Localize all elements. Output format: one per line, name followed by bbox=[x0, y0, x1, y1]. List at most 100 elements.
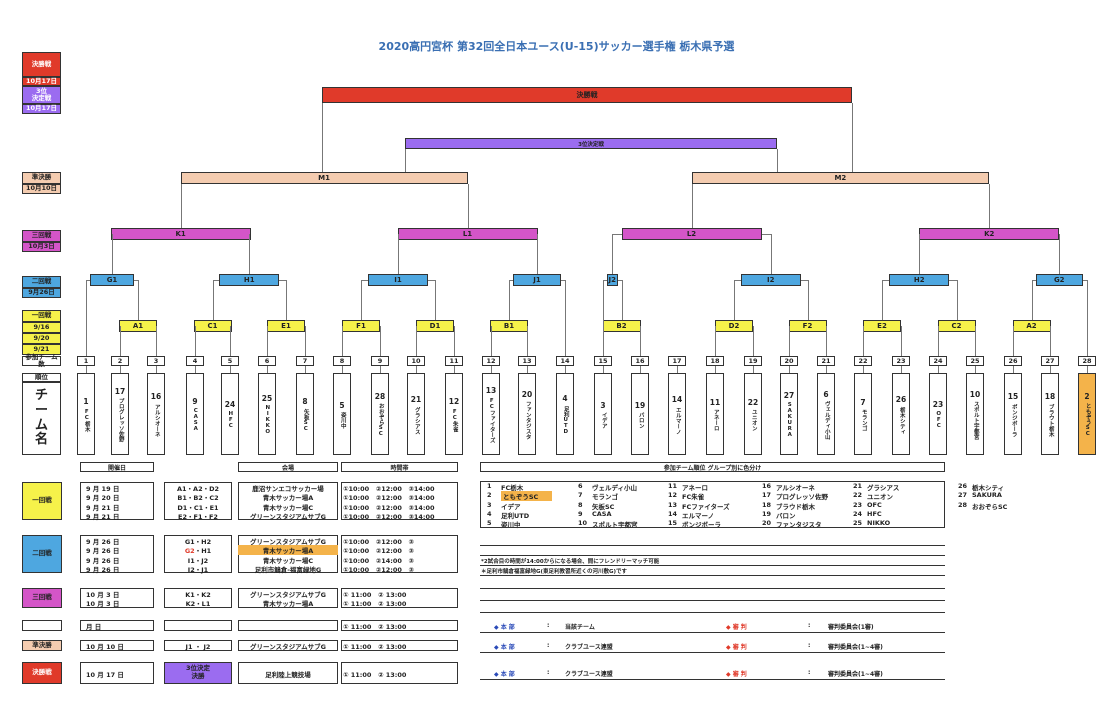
r1-match-box: A2 bbox=[1012, 320, 1051, 332]
label-r1-d3: 9/21 bbox=[22, 344, 61, 355]
schedule-round-label: 準決勝 bbox=[22, 640, 62, 651]
r1-match-box: C1 bbox=[193, 320, 232, 332]
bracket-line bbox=[975, 366, 976, 373]
label-r3: 三回戦 bbox=[22, 230, 61, 242]
r2-match-box: J1 bbox=[513, 274, 561, 286]
schedule-venue: 鹿沼サンエコサッカー場 bbox=[252, 485, 324, 493]
bracket-line bbox=[342, 366, 343, 373]
team-list-name: スポルト宇都宮 bbox=[592, 521, 638, 530]
r2-match-box: H1 bbox=[219, 274, 280, 286]
team-slot-number: 19 bbox=[744, 356, 762, 366]
bracket-line bbox=[527, 326, 528, 356]
r1-match-box: B2 bbox=[602, 320, 641, 332]
team-list-rank: 6 bbox=[578, 482, 583, 490]
note-line bbox=[480, 555, 945, 556]
team-list-name: バロン bbox=[776, 511, 796, 520]
label-final-date: 10月17日 bbox=[22, 77, 61, 86]
team-slot-number: 15 bbox=[594, 356, 612, 366]
schedule-match: J1 ・ J2 bbox=[185, 643, 211, 651]
schedule-match: 3位決定 決勝 bbox=[185, 664, 211, 681]
bracket-line bbox=[734, 280, 735, 320]
bracket-line bbox=[691, 184, 693, 228]
team-list-name: FC朱雀 bbox=[682, 493, 705, 502]
bracket-line bbox=[617, 280, 622, 281]
team-slot-number: 2 bbox=[111, 356, 129, 366]
label-semi-date: 10月10日 bbox=[22, 184, 61, 194]
schedule-time: ① 11:00 ② 13:00 bbox=[343, 671, 407, 679]
bracket-line bbox=[279, 280, 286, 281]
schedule-time: ①10:00 ②12:00 ③ bbox=[343, 565, 414, 574]
label-r1-d1: 9/16 bbox=[22, 322, 61, 333]
bracket-line bbox=[398, 234, 399, 274]
team-list-rank: 28 bbox=[958, 500, 968, 509]
schedule-date: 9 月 26 日 bbox=[86, 556, 120, 565]
bracket-line bbox=[527, 366, 528, 373]
label-semi: 準決勝 bbox=[22, 172, 61, 184]
schedule-date: 9 月 26 日 bbox=[86, 547, 120, 556]
schedule-time-box bbox=[341, 588, 458, 608]
bracket-line bbox=[1059, 234, 1061, 274]
team-list-rank: 26 bbox=[958, 482, 968, 490]
team-slot-number: 23 bbox=[892, 356, 910, 366]
bracket-line bbox=[1013, 326, 1014, 356]
team-list-rank: 20 bbox=[762, 519, 772, 528]
colon: : bbox=[808, 622, 811, 629]
colon: : bbox=[547, 642, 550, 649]
bracket-line bbox=[715, 326, 716, 356]
team-slot-number: 17 bbox=[668, 356, 686, 366]
referee-value: 審判委員会(1~4審) bbox=[828, 671, 883, 678]
bracket-line bbox=[715, 366, 716, 373]
schedule-time-box bbox=[341, 620, 458, 631]
schedule-date-box bbox=[80, 482, 154, 521]
bracket-line bbox=[863, 366, 864, 373]
r2-match-box: I1 bbox=[368, 274, 428, 286]
bracket-line bbox=[938, 326, 939, 356]
schedule-venue-box bbox=[238, 662, 338, 684]
bracket-line bbox=[537, 234, 538, 274]
bracket-line bbox=[230, 326, 231, 356]
colon: : bbox=[808, 642, 811, 649]
bracket-line bbox=[1083, 280, 1087, 281]
r1-match-box: D2 bbox=[715, 320, 753, 332]
team-list-name: ブラウド栃木 bbox=[776, 502, 815, 511]
bracket-line bbox=[86, 280, 90, 281]
schedule-match: G2・H1 bbox=[184, 547, 212, 556]
team-list-name: ヴェルディ小山 bbox=[592, 484, 638, 492]
schedule-venue: 足利市鵤倉-福富緑地G bbox=[254, 565, 322, 574]
r2-match-box: G2 bbox=[1035, 274, 1083, 286]
bracket-line bbox=[1050, 366, 1051, 373]
team-list-name: プログレッソ佐野 bbox=[776, 493, 828, 502]
bracket-line bbox=[603, 280, 607, 281]
team-slot-number: 7 bbox=[296, 356, 314, 366]
bracket-line bbox=[807, 280, 809, 320]
schedule-venue-box bbox=[238, 640, 338, 651]
schedule-venue-box bbox=[238, 588, 338, 608]
team-list-rank: 17 bbox=[762, 491, 772, 500]
team-list-name: 矢板SC bbox=[592, 502, 615, 511]
bracket-line bbox=[195, 326, 196, 356]
r2-match-box: I2 bbox=[740, 274, 801, 286]
label-rank: 順位 bbox=[22, 373, 61, 382]
team-list-name: アルシオーネ bbox=[776, 484, 815, 492]
bracket-line bbox=[454, 326, 455, 356]
schedule-time-box bbox=[341, 662, 458, 684]
schedule-time-box bbox=[341, 535, 458, 574]
team-list-rank: 18 bbox=[762, 500, 772, 509]
label-team-name: チーム名 bbox=[22, 382, 61, 455]
header-time: 時間帯 bbox=[341, 462, 458, 472]
bracket-line bbox=[863, 326, 864, 356]
schedule-time: ① 11:00 ② 13:00 bbox=[343, 600, 407, 609]
team-slot-number: 14 bbox=[556, 356, 574, 366]
bracket-line bbox=[305, 366, 306, 373]
team-list-name: SAKURA bbox=[972, 491, 1002, 500]
label-r1-d2: 9/20 bbox=[22, 333, 61, 344]
bracket-line bbox=[428, 280, 435, 281]
team-list-rank: 8 bbox=[578, 500, 583, 509]
label-r1: 一回戦 bbox=[22, 310, 61, 322]
bracket-line bbox=[949, 280, 957, 281]
schedule-date-box bbox=[80, 662, 154, 684]
